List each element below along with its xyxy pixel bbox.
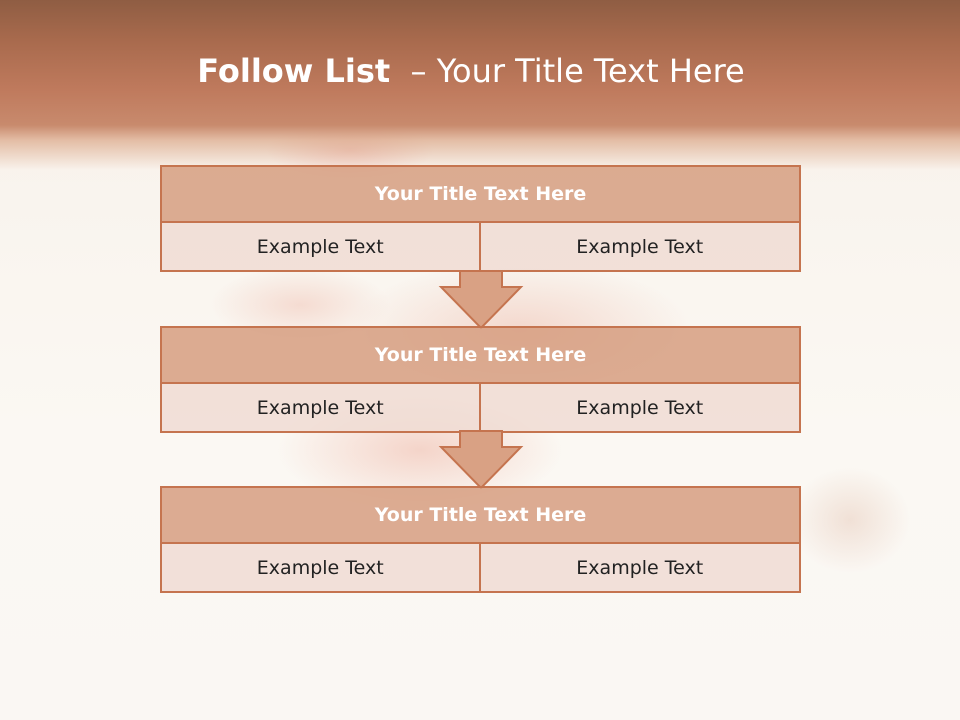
step-cell-right: Example Text [480, 223, 801, 272]
step-row: Example Text Example Text [160, 384, 801, 433]
step-row: Example Text Example Text [160, 223, 801, 272]
down-arrow-icon [438, 270, 524, 330]
step-cell-right: Example Text [480, 384, 801, 433]
step-block-3: Your Title Text Here Example Text Exampl… [160, 486, 801, 593]
step-row: Example Text Example Text [160, 544, 801, 593]
step-title: Your Title Text Here [160, 165, 801, 223]
step-title: Your Title Text Here [160, 326, 801, 384]
step-cell-right: Example Text [480, 544, 801, 593]
step-cell-left: Example Text [160, 223, 481, 272]
slide-title-bold: Follow List [197, 52, 391, 90]
down-arrow-icon [438, 430, 524, 490]
step-block-2: Your Title Text Here Example Text Exampl… [160, 326, 801, 433]
step-cell-left: Example Text [160, 384, 481, 433]
slide-title: Follow List – Your Title Text Here [0, 52, 942, 90]
step-title: Your Title Text Here [160, 486, 801, 544]
step-block-1: Your Title Text Here Example Text Exampl… [160, 165, 801, 272]
header-band [0, 0, 960, 185]
step-cell-left: Example Text [160, 544, 481, 593]
slide-title-rest: – Your Title Text Here [410, 52, 745, 90]
